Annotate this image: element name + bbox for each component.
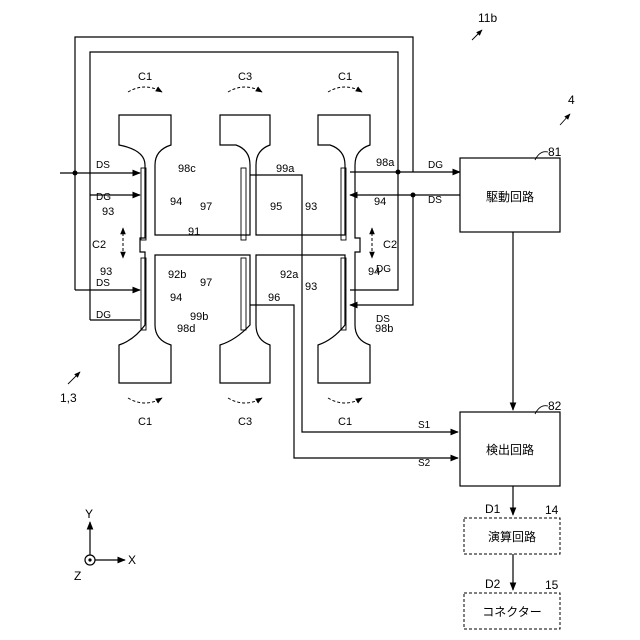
connector-label: コネクター — [482, 605, 542, 619]
dg-label-right-top: DG — [428, 160, 443, 171]
label-93-d: 93 — [305, 281, 317, 293]
s2-label: S2 — [418, 458, 431, 469]
s1-label: S1 — [418, 420, 431, 431]
mode-c1-bottom-left: C1 — [138, 416, 152, 428]
z-axis-dot — [88, 558, 91, 561]
label-95: 95 — [270, 201, 282, 213]
rotation-arrow — [228, 87, 262, 92]
drive-circuit-ref: 81 — [548, 145, 562, 159]
rotation-arrow — [328, 87, 362, 92]
ds-label-left-bottom: DS — [96, 278, 110, 289]
label-94-d: 94 — [170, 292, 182, 304]
label-98a: 98a — [376, 157, 395, 169]
detect-circuit-label: 検出回路 — [486, 442, 534, 457]
mode-c3-bottom: C3 — [238, 416, 252, 428]
label-92a: 92a — [280, 269, 299, 281]
mode-c1-top-right: C1 — [338, 71, 352, 83]
label-94-b: 94 — [374, 196, 386, 208]
compute-circuit-ref: 14 — [545, 503, 559, 517]
label-96: 96 — [268, 292, 280, 304]
s2-line — [250, 305, 458, 458]
compute-circuit-label: 演算回路 — [488, 529, 536, 544]
label-98c: 98c — [178, 163, 196, 175]
left-vibrating-arm — [119, 115, 370, 383]
connector-ref: 15 — [545, 578, 559, 592]
rotation-arrow — [128, 87, 162, 92]
junction-dot — [73, 171, 78, 176]
label-99b: 99b — [190, 311, 208, 323]
rotation-arrow — [328, 398, 362, 403]
label-94-c: 94 — [368, 266, 380, 278]
label-93-c: 93 — [100, 266, 112, 278]
d2-label: D2 — [485, 577, 501, 591]
leader-4 — [560, 114, 570, 125]
ds-label-right-top: DS — [428, 195, 442, 206]
mode-c1-top-left: C1 — [138, 71, 152, 83]
label-98d: 98d — [177, 323, 195, 335]
group-label-circuit: 4 — [568, 93, 575, 107]
rotation-arrow — [228, 398, 262, 403]
z-axis-label: Z — [74, 569, 81, 583]
ds-loop-outer — [90, 52, 398, 320]
mode-c3-top: C3 — [238, 71, 252, 83]
label-97-a: 97 — [200, 201, 212, 213]
electrode-center-bottom — [241, 258, 246, 330]
dg-label-left-top: DG — [96, 192, 111, 203]
label-92b: 92b — [168, 269, 186, 281]
detect-circuit-ref: 82 — [548, 399, 562, 413]
label-94-a: 94 — [170, 196, 182, 208]
mode-c2-left: C2 — [92, 239, 106, 251]
group-label-sensor: 1,3 — [60, 391, 77, 405]
mode-c2-right: C2 — [383, 239, 397, 251]
label-93-a: 93 — [305, 201, 317, 213]
drive-circuit-label: 駆動回路 — [486, 189, 534, 204]
leader-1-3 — [68, 372, 80, 384]
label-99a: 99a — [276, 163, 295, 175]
x-axis-label: X — [128, 553, 136, 567]
label-91: 91 — [188, 226, 200, 238]
y-axis-label: Y — [85, 507, 93, 521]
electrode-center-top — [241, 168, 246, 240]
label-97-b: 97 — [200, 277, 212, 289]
label-93-b: 93 — [102, 206, 114, 218]
label-98b: 98b — [375, 323, 393, 335]
ds-label-left-top: DS — [96, 160, 110, 171]
d1-label: D1 — [485, 502, 501, 516]
mode-c1-bottom-right: C1 — [338, 416, 352, 428]
s1-line — [250, 175, 458, 432]
rotation-arrow — [128, 398, 162, 403]
figure-label: 11b — [478, 11, 497, 25]
leader-11b — [472, 30, 482, 40]
dg-label-left-bottom: DG — [96, 310, 111, 321]
